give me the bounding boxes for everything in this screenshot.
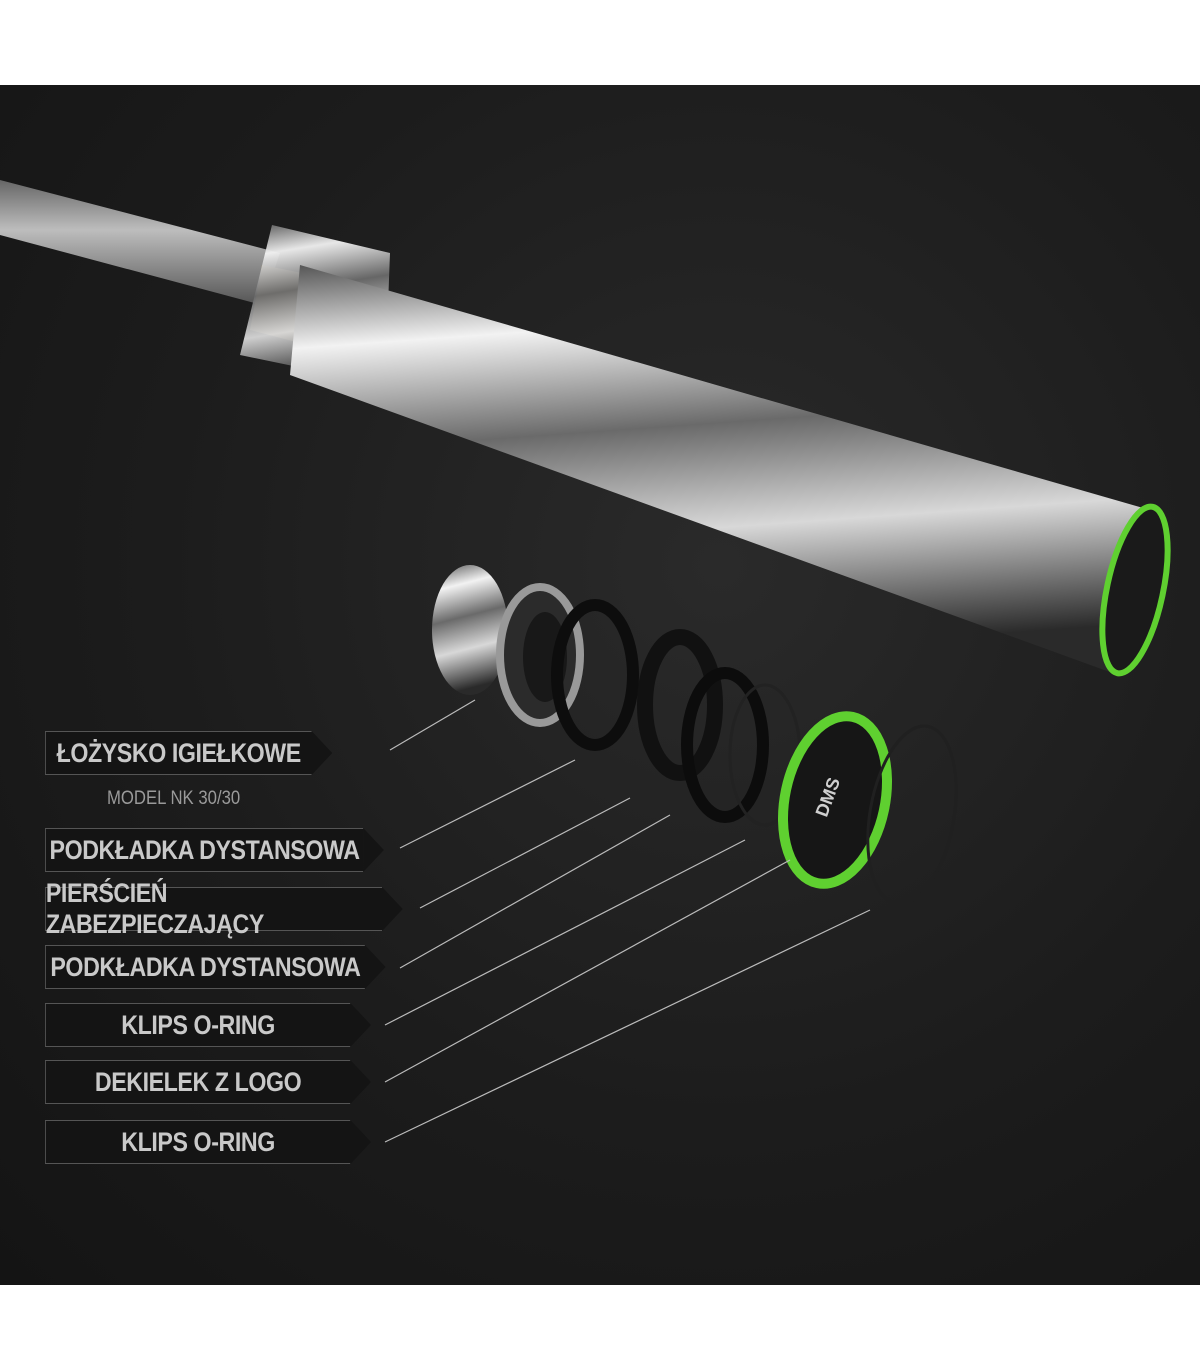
retaining-ring [637,629,723,781]
label-spacer-washer-2: PODKŁADKA DYSTANSOWA [45,945,386,989]
o-ring-clip-2 [866,724,958,906]
label-spacer-washer-1: PODKŁADKA DYSTANSOWA [45,828,384,872]
label-o-ring-clip-2: KLIPS O-RING [45,1120,371,1164]
sleeve-end-cap [1099,503,1171,677]
pointer-lines [384,699,871,1143]
label-o-ring-clip-1: KLIPS O-RING [45,1003,371,1047]
bearing-model: MODEL NK 30/30 [107,788,241,809]
label-logo-cap: DEKIELEK Z LOGO [45,1060,371,1104]
label-needle-bearing: ŁOŻYSKO IGIEŁKOWE [45,731,333,775]
label-retaining-ring: PIERŚCIEŃ ZABEZPIECZAJĄCY [45,878,403,939]
barbell-illustration: DMS [0,180,1171,1143]
exploded-diagram: DMS ŁOŻYSKO IGIEŁKOWE MODEL NK 30/30 POD… [0,85,1200,1285]
spacer-washer-2 [681,667,769,823]
spacer-washer-1 [551,599,639,751]
logo-cap: DMS [777,711,893,889]
sleeve [290,265,1150,675]
bar-shaft [0,180,280,305]
